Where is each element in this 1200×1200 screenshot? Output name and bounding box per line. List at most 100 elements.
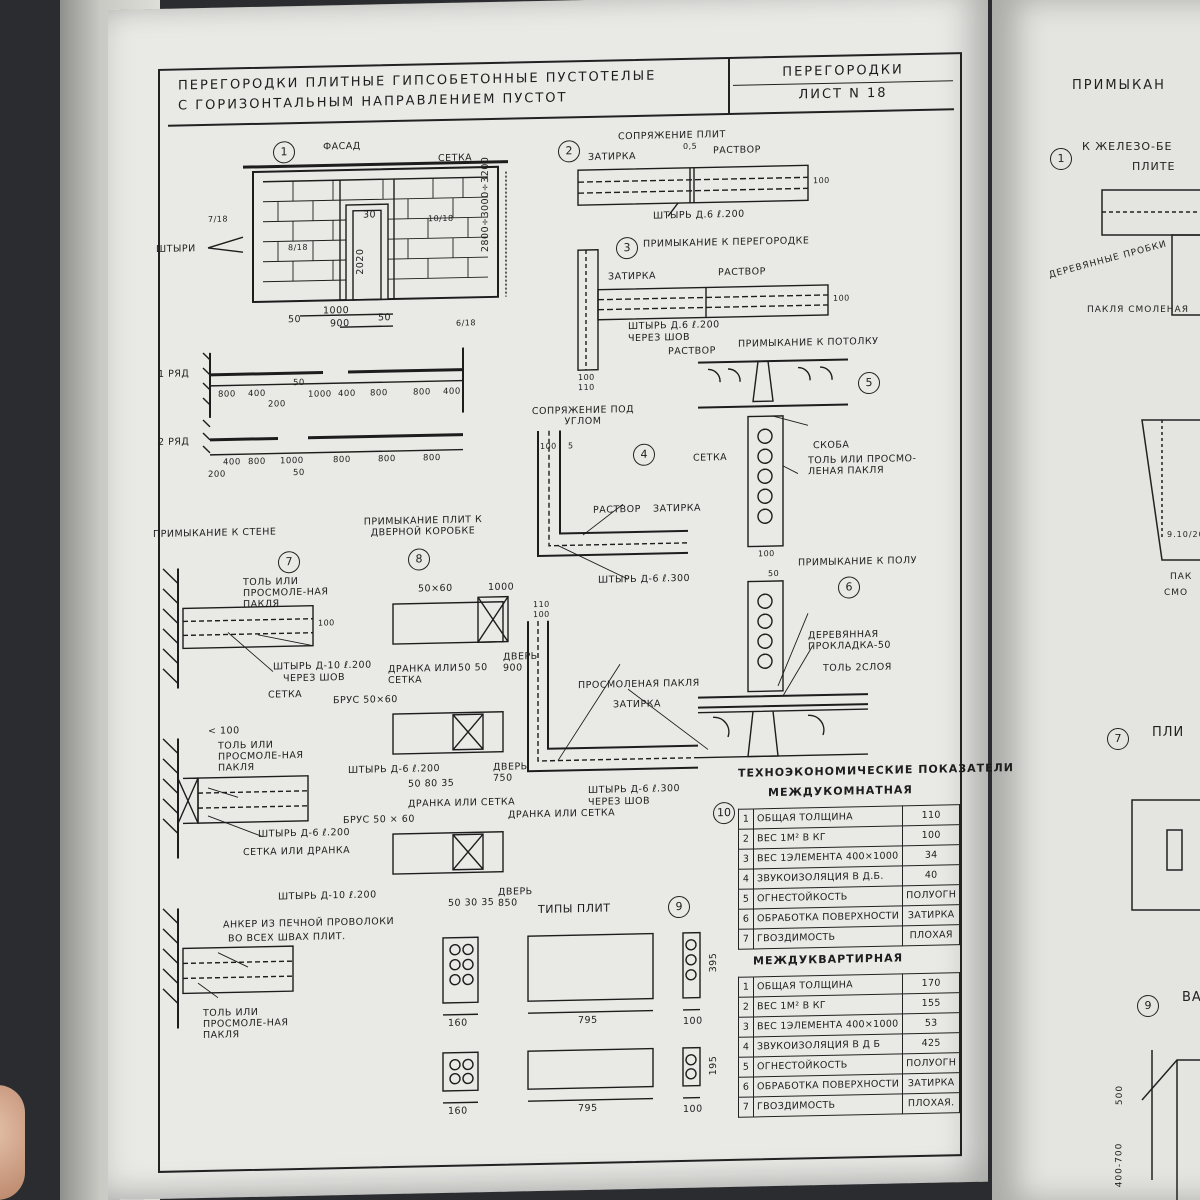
joint-thickness: 100 bbox=[813, 175, 830, 186]
next-page-title: ПРИМЫКАН bbox=[1072, 78, 1166, 93]
facade-label-shtyri: ШТЫРИ bbox=[156, 243, 196, 255]
row-number: 5 bbox=[738, 888, 754, 910]
indicator-name: ГВОЗДИМОСТЬ bbox=[753, 1093, 903, 1117]
row-2-dim-800-d: 800 bbox=[423, 453, 441, 464]
door-label-dver-900: ДВЕРЬ 900 bbox=[503, 650, 538, 674]
wall-label-shtyr: ШТЫРЬ Д-10 ℓ.200 bbox=[273, 659, 372, 673]
floor-label-tol: ТОЛЬ 2СЛОЯ bbox=[823, 661, 892, 675]
row-number: 6 bbox=[738, 908, 754, 930]
row-1-dim-400: 400 bbox=[248, 388, 266, 400]
wall-junction-drawing bbox=[162, 568, 314, 1029]
wall-dim-100: 100 bbox=[318, 618, 335, 628]
partition-label-rastvor-2: РАСТВОР bbox=[668, 345, 716, 358]
row-number: 7 bbox=[738, 928, 754, 950]
ceiling-label-skoba: СКОБА bbox=[813, 439, 850, 452]
next-detail-1-title: К ЖЕЛЕЗО-БЕ bbox=[1082, 140, 1173, 153]
indicator-value: ПОЛУОГН bbox=[902, 1052, 960, 1074]
plate-thickness-100-b: 100 bbox=[683, 1103, 703, 1115]
row-number: 4 bbox=[738, 868, 754, 890]
partition-thickness: 100 bbox=[833, 293, 850, 303]
next-dim-500: 500 bbox=[1115, 1084, 1126, 1106]
next-detail-7-title: ПЛИ bbox=[1152, 725, 1185, 740]
indicator-value: 155 bbox=[902, 992, 960, 1014]
door-label-shtyr-2: ШТЫРЬ Д-10 ℓ.200 bbox=[278, 889, 377, 903]
row-number: 1 bbox=[738, 808, 754, 830]
next-detail-1-number: 1 bbox=[1050, 148, 1072, 170]
indicator-value: ЗАТИРКА bbox=[902, 904, 960, 926]
row-1-dim-200: 200 bbox=[268, 399, 286, 410]
row-number: 7 bbox=[738, 1096, 754, 1118]
plate-types-drawing bbox=[442, 931, 701, 1104]
door-label-brus-2: БРУС 50 × 60 bbox=[343, 813, 415, 827]
row-1-dim-800-b: 800 bbox=[370, 388, 388, 399]
corner-dim-5: 5 bbox=[568, 441, 574, 451]
door-junction-drawing bbox=[392, 595, 509, 875]
door-label-dver-750: ДВЕРЬ 750 bbox=[493, 761, 528, 784]
indicator-name: ГВОЗДИМОСТЬ bbox=[753, 925, 903, 949]
ceiling-dim-100: 100 bbox=[758, 549, 775, 559]
facade-dim-1000: 1000 bbox=[323, 304, 350, 317]
plate-length-795-b: 795 bbox=[578, 1102, 598, 1115]
plate-width-160: 160 bbox=[448, 1017, 468, 1029]
row-number: 3 bbox=[738, 848, 754, 870]
corner-dim-100: 100 bbox=[540, 441, 557, 451]
next-detail-9-title: ВА bbox=[1182, 990, 1200, 1005]
facade-dim-50-left: 50 bbox=[288, 313, 302, 326]
partition-label-cherez: ЧЕРЕЗ ШОВ bbox=[628, 331, 691, 345]
facade-ref-7-18: 7/18 bbox=[208, 214, 228, 224]
wall-b-lt100: < 100 bbox=[208, 725, 240, 737]
indicator-value: 170 bbox=[902, 972, 960, 994]
row-layout-drawing bbox=[202, 347, 464, 456]
partition-dim-110: 110 bbox=[578, 382, 595, 393]
door-label-dranka-3: ДРАНКА ИЛИ СЕТКА bbox=[508, 807, 616, 821]
door-dims-b: 50 80 35 bbox=[408, 777, 455, 790]
wall-label-setka: СЕТКА bbox=[268, 688, 303, 701]
next-dim-400: 400-700 bbox=[1114, 1142, 1125, 1188]
door-label-size: 50×60 bbox=[418, 582, 453, 595]
wall-b-label-setka: СЕТКА ИЛИ ДРАНКА bbox=[243, 844, 351, 859]
detail-9-title: ТИПЫ ПЛИТ bbox=[538, 901, 611, 916]
row-number: 4 bbox=[738, 1036, 754, 1058]
facade-ref-10-18: 10/18 bbox=[428, 213, 454, 224]
door-label-1000: 1000 bbox=[488, 581, 515, 594]
partition-label-rastvor: РАСТВОР bbox=[718, 266, 766, 279]
facade-ref-8-18: 8/18 bbox=[288, 242, 308, 253]
door-label-brus: БРУС 50×60 bbox=[333, 693, 398, 707]
row-number: 2 bbox=[738, 828, 754, 850]
floor-label-prokladka: ДЕРЕВЯННАЯ ПРОКЛАДКА-50 bbox=[808, 628, 891, 653]
indicator-value: 53 bbox=[902, 1012, 960, 1034]
row-number: 2 bbox=[738, 996, 754, 1018]
next-page: ПРИМЫКАН 1 К ЖЕЛЕЗО-БЕ ПЛИТЕ ДЕРЕВЯННЫЕ … bbox=[992, 0, 1200, 1200]
middle-junction-drawing bbox=[527, 620, 698, 773]
ceiling-label-setka: СЕТКА bbox=[693, 452, 728, 464]
joint-label-shtyr: ШТЫРЬ Д.6 ℓ.200 bbox=[653, 208, 745, 222]
row-2-dim-400: 400 bbox=[223, 457, 241, 468]
facade-drawing bbox=[207, 160, 508, 328]
indicator-value: ПОЛУОГН bbox=[902, 884, 960, 906]
facade-label-setka: СЕТКА bbox=[438, 152, 473, 165]
plate-width-160-b: 160 bbox=[448, 1105, 468, 1117]
floor-junction-drawing bbox=[698, 580, 868, 759]
row-2-dim-200: 200 bbox=[208, 469, 226, 480]
ceiling-junction-drawing bbox=[698, 358, 848, 548]
facade-door-height: 2020 bbox=[355, 248, 366, 275]
floor-dim-50: 50 bbox=[768, 568, 780, 579]
joint-label-rastvor: РАСТВОР bbox=[713, 144, 761, 157]
ceiling-label-tol: ТОЛЬ ИЛИ ПРОСМО-ЛЕНАЯ ПАКЛЯ bbox=[808, 453, 917, 478]
next-detail-1-title-2: ПЛИТЕ bbox=[1132, 160, 1176, 173]
partition-junction-drawing bbox=[577, 249, 829, 371]
partition-label-zatirka: ЗАТИРКА bbox=[608, 270, 656, 283]
detail-1-title: ФАСАД bbox=[323, 140, 361, 153]
thumb bbox=[0, 1085, 25, 1200]
middle-label-zatirka: ЗАТИРКА bbox=[613, 698, 661, 711]
plate-height-395: 395 bbox=[708, 952, 719, 973]
facade-height-dim: 2800÷3000÷3200 bbox=[480, 156, 491, 253]
detail-8-title: ПРИМЫКАНИЕ ПЛИТ К ДВЕРНОЙ КОРОБКЕ bbox=[363, 514, 483, 539]
door-dims-c: 50 30 35 bbox=[448, 896, 495, 909]
joint-gap: 0,5 bbox=[683, 141, 698, 151]
facade-top-gap: 30 bbox=[363, 209, 377, 221]
indicator-value: 100 bbox=[902, 824, 960, 846]
